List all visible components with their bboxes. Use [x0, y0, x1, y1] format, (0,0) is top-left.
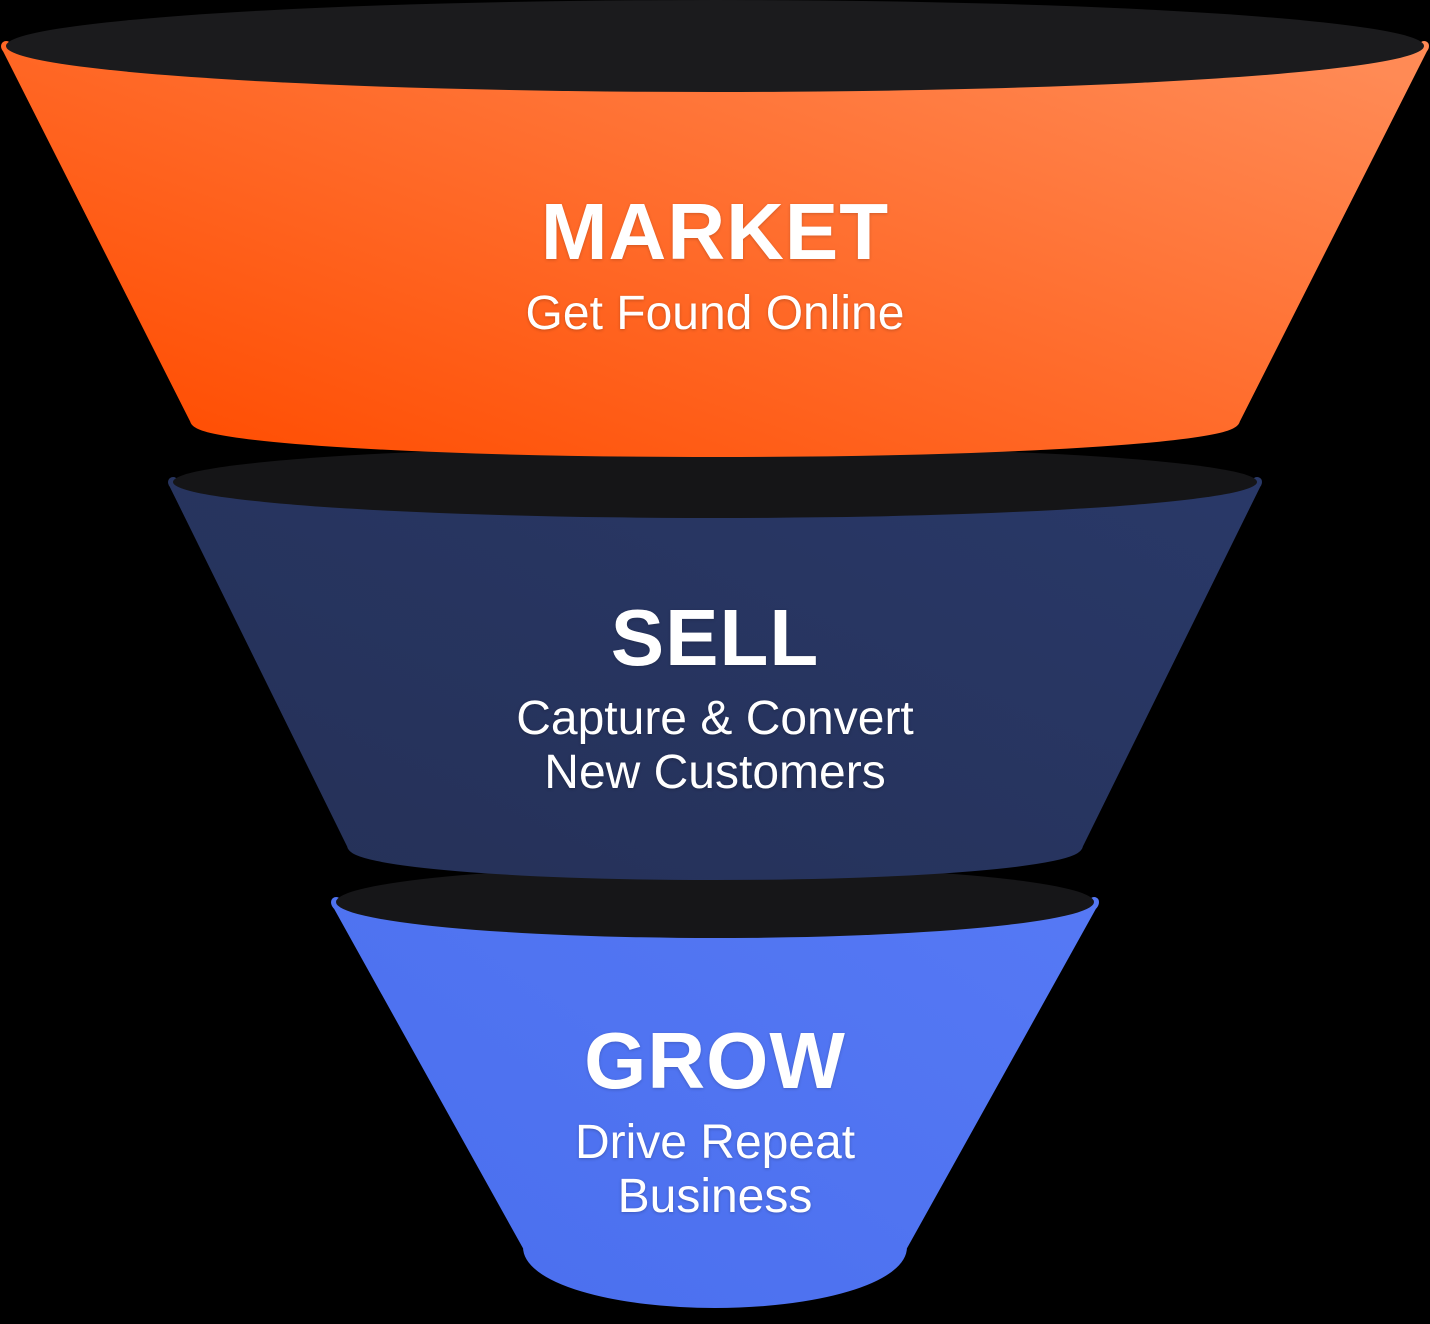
stage-grow-rim-ellipse [336, 866, 1094, 938]
stage-sell-shape [168, 446, 1262, 880]
stage-market-body [1, 41, 1429, 457]
stage-sell-rim-ellipse [173, 446, 1257, 518]
stage-grow-body [331, 897, 1099, 1308]
stage-market-shape [1, 0, 1429, 457]
stage-market-rim-ellipse [6, 0, 1424, 92]
stage-grow-shape [331, 866, 1099, 1308]
stage-sell-body [168, 477, 1262, 880]
